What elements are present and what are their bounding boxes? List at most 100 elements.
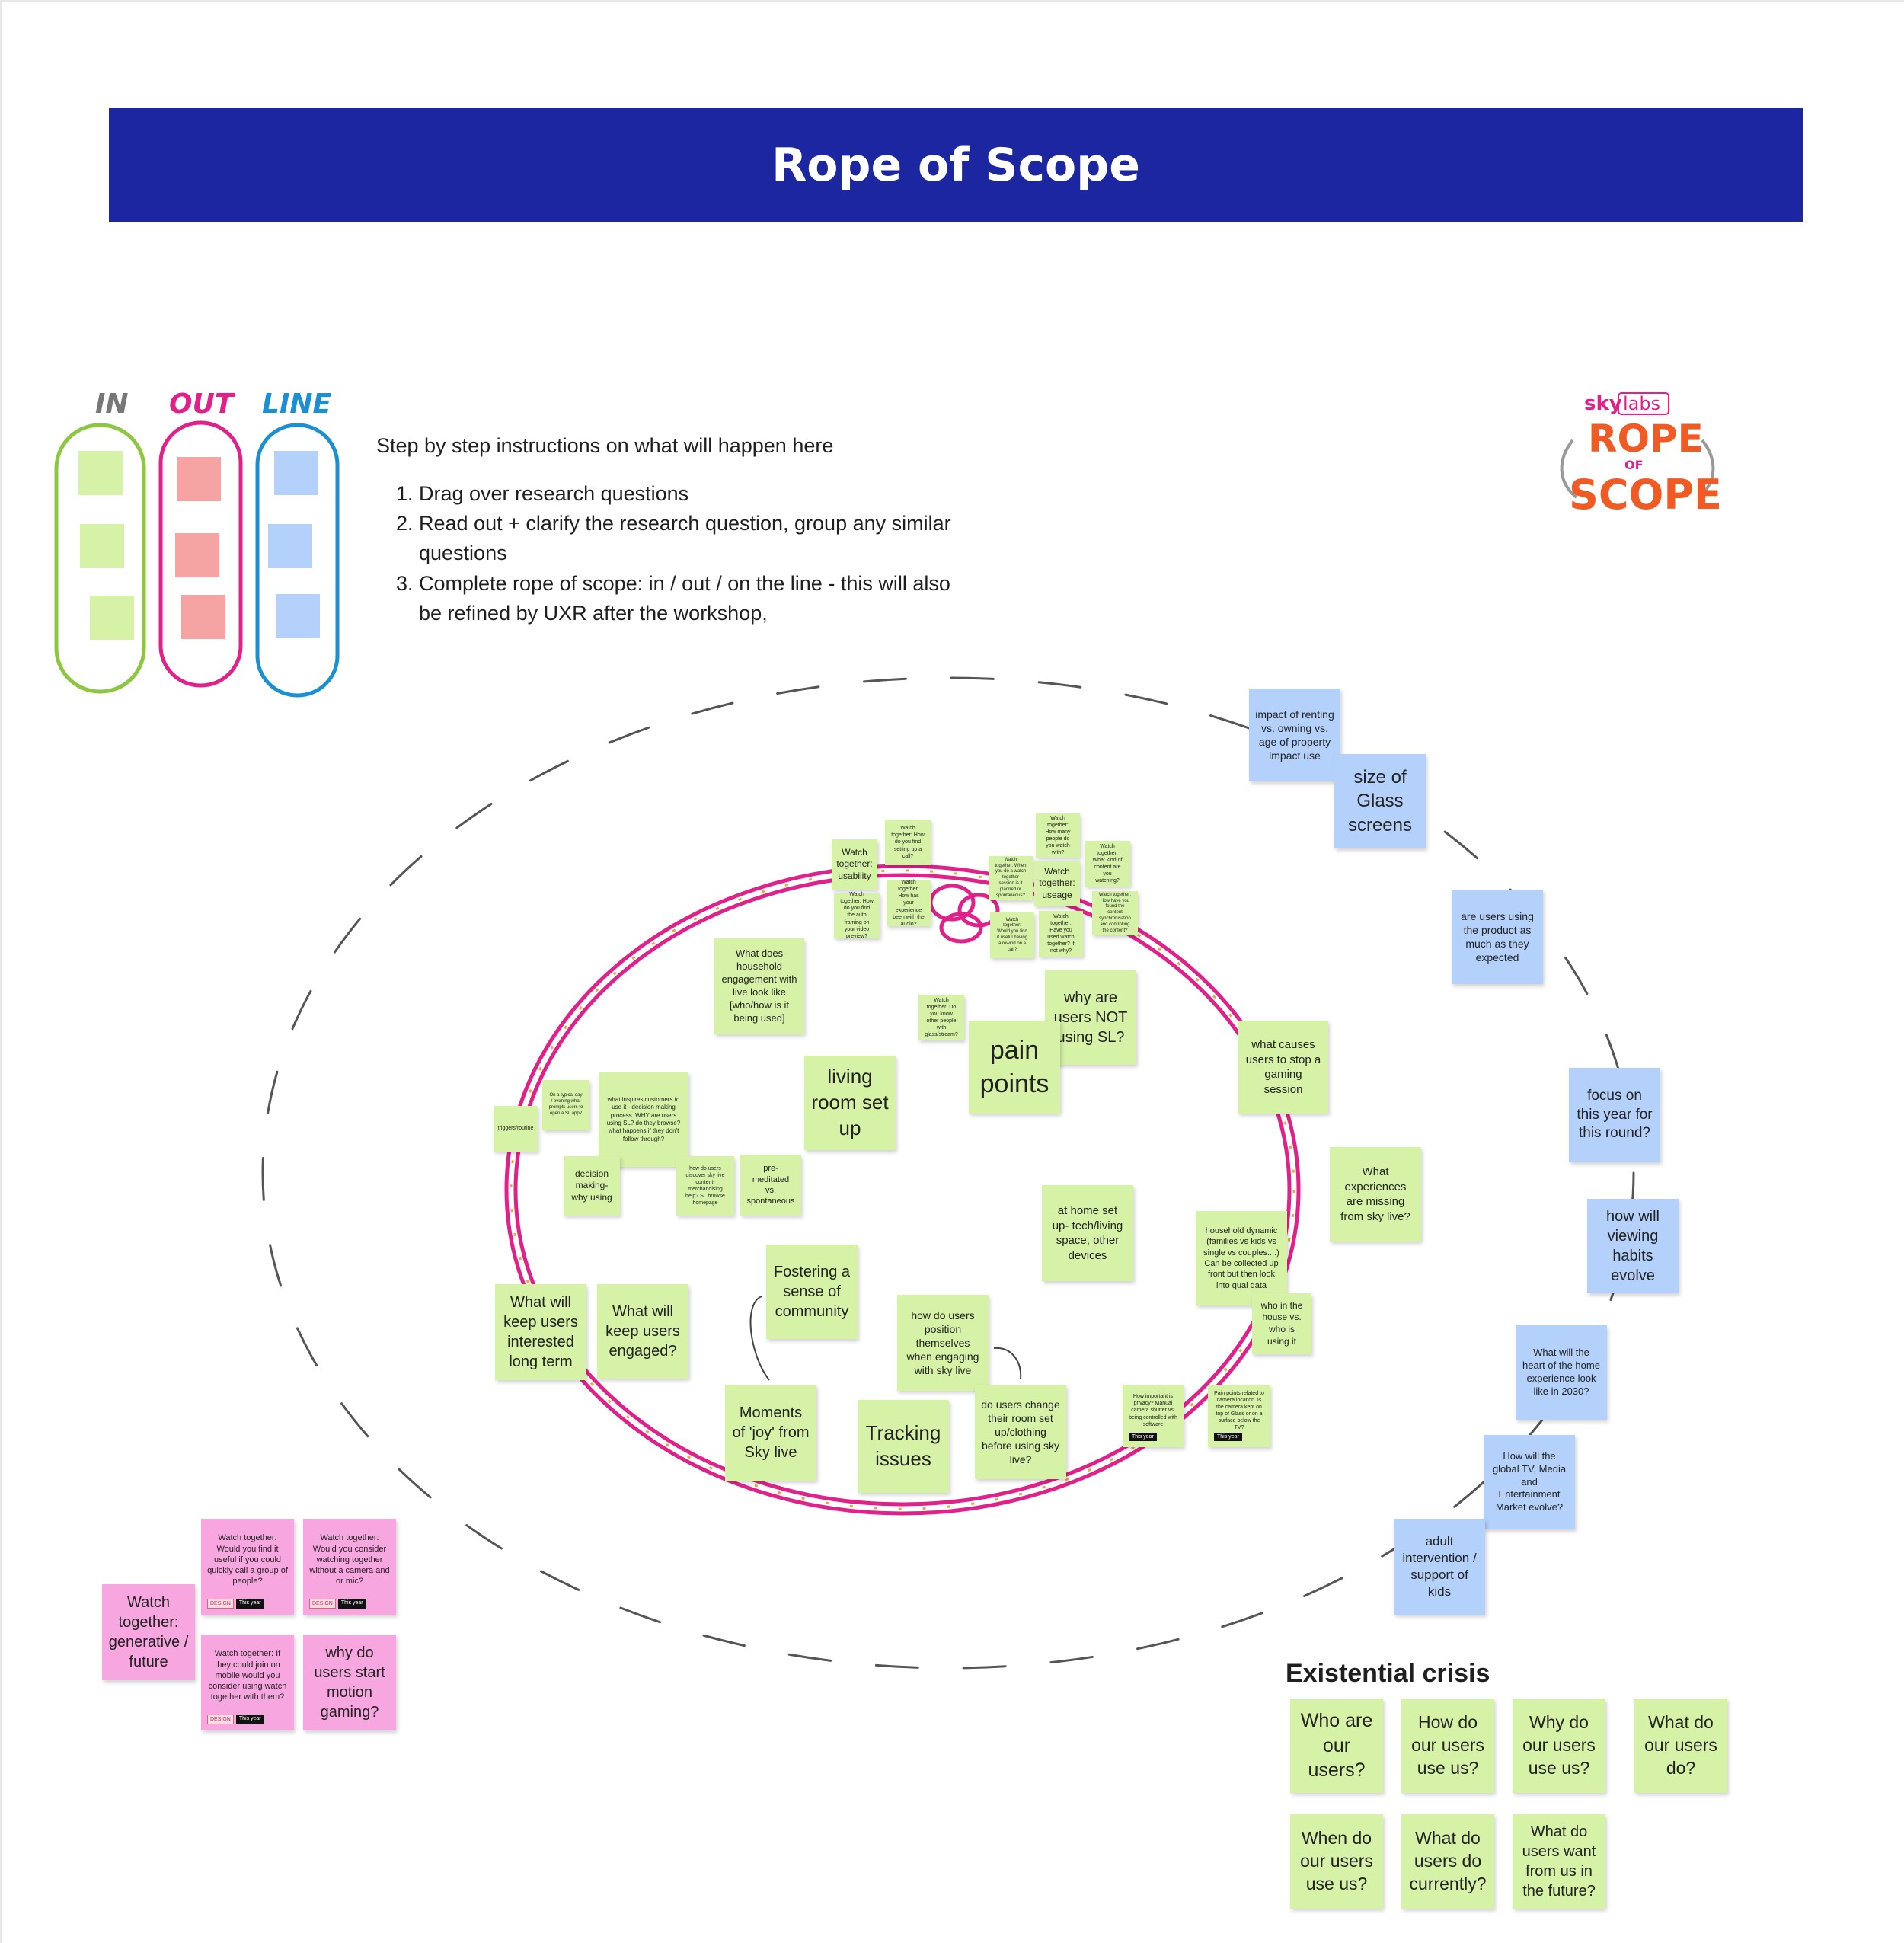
sticky-note-in[interactable]: Watch together: How many people do you w… — [1036, 813, 1080, 858]
sticky-note-in[interactable]: triggers/routine — [494, 1106, 538, 1152]
sticky-note-out[interactable]: Watch together: Would you consider watch… — [303, 1519, 396, 1615]
arrow-community-to-joy — [749, 1296, 770, 1381]
sticky-note-out[interactable]: Watch together: Would you find it useful… — [201, 1519, 294, 1615]
logo-of: OF — [1624, 458, 1644, 472]
sticky-note-line[interactable]: focus on this year for this round? — [1569, 1068, 1660, 1162]
sticky-note-out[interactable]: why do users start motion gaming? — [303, 1635, 396, 1730]
board-title: Rope of Scope — [772, 138, 1140, 192]
sticky-note-in[interactable]: what causes users to stop a gaming sessi… — [1238, 1021, 1328, 1114]
note-tags: This year — [1214, 1433, 1242, 1441]
sticky-note-in[interactable]: why are users NOT using SL? — [1045, 970, 1136, 1065]
sticky-note-in[interactable]: Watch together: What kind of content are… — [1085, 841, 1130, 887]
line-legend-loop — [255, 423, 340, 698]
sticky-note-line[interactable]: How will the global TV, Media and Entert… — [1484, 1435, 1575, 1529]
out-legend-loop — [158, 420, 243, 688]
logo-graphic: sky labs ROPE OF SCOPE — [1560, 392, 1722, 519]
instruction-step: Read out + clarify the research question… — [419, 509, 955, 568]
instruction-step: Complete rope of scope: in / out / on th… — [419, 569, 955, 628]
sticky-note-in[interactable]: What will keep users interested long ter… — [495, 1284, 586, 1380]
arrow-position-to-room — [993, 1347, 1022, 1379]
existential-note[interactable]: What do users want from us in the future… — [1513, 1814, 1605, 1909]
sticky-note-in[interactable]: at home set up- tech/living space, other… — [1042, 1185, 1133, 1281]
tag-year: This year — [235, 1715, 264, 1724]
sticky-note-in[interactable]: Watch together: Do you know other people… — [918, 995, 964, 1040]
sticky-note-in[interactable]: do users change their room set up/clothi… — [975, 1385, 1066, 1479]
sticky-note-in[interactable]: Watch together: How do you find the auto… — [834, 892, 880, 939]
logo-brand: sky — [1584, 392, 1622, 415]
note-text: Watch together: If they could join on mo… — [208, 1649, 287, 1702]
sticky-note-in[interactable]: living room set up — [804, 1056, 896, 1150]
sticky-note-in[interactable]: how do users discover sky live content- … — [676, 1156, 734, 1216]
tag-design: DESIGN — [207, 1715, 234, 1724]
sticky-note-line[interactable]: how will viewing habits evolve — [1587, 1199, 1679, 1293]
in-legend-loop — [54, 423, 146, 694]
in-legend-note — [90, 596, 134, 640]
sticky-note-out[interactable]: Watch together: generative / future — [102, 1584, 195, 1680]
sticky-note-in[interactable]: Watch together: Have you used watch toge… — [1039, 911, 1083, 957]
sticky-note-in[interactable]: What does household engagement with live… — [714, 938, 804, 1034]
sticky-note-in[interactable]: Pain points related to camera location. … — [1208, 1385, 1270, 1447]
existential-note[interactable]: When do our users use us? — [1290, 1814, 1383, 1909]
board-title-bar[interactable]: Rope of Scope — [109, 108, 1803, 222]
tag-year: This year — [337, 1599, 366, 1609]
in-legend-label: IN — [95, 388, 129, 420]
sticky-note-in[interactable]: Watch together: How has your experience … — [887, 880, 931, 927]
sticky-note-in[interactable]: decision making- why using — [564, 1156, 620, 1216]
sticky-note-in[interactable]: Watch together: How have you found the c… — [1092, 891, 1138, 935]
sticky-note-in[interactable]: Watch together: useage — [1034, 861, 1080, 906]
sticky-note-in[interactable]: Fostering a sense of community — [766, 1245, 858, 1339]
sticky-note-in[interactable]: who in the house vs. who is using it — [1252, 1293, 1311, 1354]
sticky-note-line[interactable]: adult intervention / support of kids — [1394, 1519, 1485, 1615]
sticky-note-line[interactable]: What will the heart of the home experien… — [1516, 1325, 1607, 1420]
sticky-note-in[interactable]: pain points — [969, 1021, 1060, 1114]
tag-year: This year — [235, 1599, 264, 1609]
instructions-heading: Step by step instructions on what will h… — [376, 434, 834, 457]
sticky-note-line[interactable]: are users using the product as much as t… — [1452, 890, 1543, 984]
out-legend-note — [177, 457, 221, 501]
sticky-note-in[interactable]: Watch together: Would you find it useful… — [990, 912, 1034, 958]
note-text: Watch together: Would you find it useful… — [207, 1533, 288, 1587]
sticky-note-in[interactable]: Watch together: When you do a watch toge… — [989, 856, 1033, 900]
logo-rope: ROPE — [1588, 417, 1704, 461]
out-legend-label: OUT — [169, 388, 234, 420]
sticky-note-in[interactable]: What will keep users engaged? — [597, 1284, 688, 1379]
existential-note[interactable]: How do our users use us? — [1401, 1699, 1494, 1793]
instructions-text[interactable]: Step by step instructions on what will h… — [376, 431, 955, 628]
line-legend-note — [276, 594, 320, 638]
existential-note[interactable]: Who are our users? — [1290, 1699, 1383, 1793]
sticky-note-in[interactable]: household dynamic (families vs kids vs s… — [1196, 1211, 1287, 1305]
instruction-step: Drag over research questions — [419, 479, 955, 509]
existential-note[interactable]: Why do our users use us? — [1513, 1699, 1605, 1793]
tag-year: This year — [1129, 1433, 1157, 1441]
sticky-note-in[interactable]: What experiences are missing from sky li… — [1330, 1147, 1421, 1242]
sticky-note-in[interactable]: how do users position themselves when en… — [897, 1295, 989, 1391]
rope-outer-line — [504, 864, 1301, 1516]
sticky-note-in[interactable]: Watch together: usability — [832, 839, 877, 890]
dashed-outer-boundary — [261, 676, 1635, 1670]
sticky-note-in[interactable]: Watch together: How do you find setting … — [885, 820, 931, 865]
note-text: Pain points related to camera location. … — [1214, 1390, 1264, 1431]
sticky-note-in[interactable]: On a typical day / evening what prompts … — [542, 1080, 589, 1130]
sticky-note-in[interactable]: Tracking issues — [858, 1400, 949, 1493]
sticky-note-line[interactable]: size of Glass screens — [1334, 754, 1426, 848]
in-legend-note — [80, 524, 124, 568]
sticky-note-in[interactable]: pre-meditated vs. spontaneous — [740, 1155, 801, 1216]
sticky-note-in[interactable]: Moments of 'joy' from Sky live — [725, 1385, 816, 1481]
in-legend-note — [78, 451, 123, 495]
sticky-note-line[interactable]: impact of renting vs. owning vs. age of … — [1249, 689, 1340, 781]
line-legend-label: LINE — [262, 388, 332, 420]
existential-crisis-heading: Existential crisis — [1286, 1659, 1490, 1688]
line-legend-note — [274, 451, 318, 495]
sticky-note-in[interactable]: what inspires customers to use it - deci… — [599, 1072, 688, 1167]
existential-note[interactable]: What do our users do? — [1634, 1699, 1727, 1793]
sticky-note-in[interactable]: How important is privacy? Manual camera … — [1123, 1385, 1184, 1447]
out-legend-note — [181, 595, 225, 639]
note-tags: This year — [1129, 1433, 1157, 1441]
sticky-note-out[interactable]: Watch together: If they could join on mo… — [201, 1635, 294, 1730]
instructions-steps: Drag over research questions Read out + … — [376, 479, 955, 628]
existential-note[interactable]: What do users do currently? — [1401, 1814, 1494, 1909]
